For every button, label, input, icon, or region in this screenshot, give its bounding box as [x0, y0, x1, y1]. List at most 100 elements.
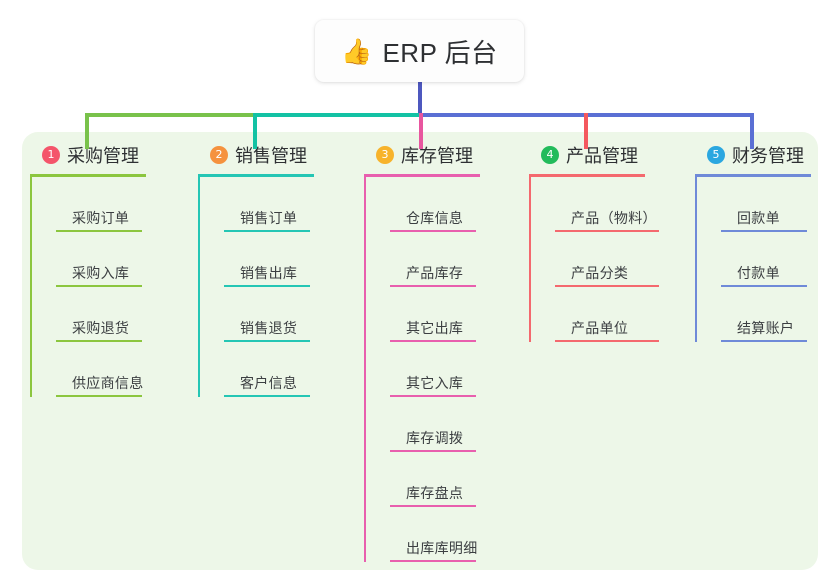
- menu-item-label: 产品单位: [571, 320, 629, 336]
- column-header-rule-purchase-management: [30, 174, 146, 177]
- column-header-product-management[interactable]: 4 产品管理: [529, 142, 657, 168]
- menu-item[interactable]: 结算账户: [721, 287, 811, 342]
- drop-col-4: [584, 113, 588, 149]
- menu-item[interactable]: 库存调拨: [390, 397, 480, 452]
- menu-item-label: 采购入库: [72, 265, 130, 281]
- menu-item-label: 产品（物料）: [571, 210, 657, 226]
- menu-item[interactable]: 其它入库: [390, 342, 480, 397]
- bus-green: [85, 113, 254, 117]
- column-title-product-management: 产品管理: [566, 146, 638, 166]
- thumbs-up-icon: 👍: [341, 37, 373, 66]
- column-sales-management: 2 销售管理销售订单销售出库销售退货客户信息: [198, 142, 314, 397]
- menu-item-label: 出库库明细: [406, 540, 478, 556]
- column-badge-1: 1: [42, 146, 60, 164]
- column-items-sales-management: 销售订单销售出库销售退货客户信息: [198, 177, 314, 397]
- menu-item[interactable]: 采购订单: [56, 177, 146, 232]
- menu-item-label: 销售出库: [240, 265, 298, 281]
- menu-item-rule: [390, 560, 476, 562]
- menu-item-label: 采购订单: [72, 210, 130, 226]
- column-spine-sales-management: [198, 177, 200, 397]
- column-spine-product-management: [529, 177, 531, 342]
- menu-item-label: 回款单: [737, 210, 780, 226]
- menu-item-label: 仓库信息: [406, 210, 464, 226]
- menu-item[interactable]: 产品（物料）: [555, 177, 659, 232]
- menu-item[interactable]: 采购入库: [56, 232, 146, 287]
- menu-item-rule: [224, 230, 310, 232]
- menu-item-label: 供应商信息: [72, 375, 144, 391]
- menu-item-rule: [721, 340, 807, 342]
- menu-item-label: 产品库存: [406, 265, 464, 281]
- menu-item-rule: [390, 340, 476, 342]
- menu-item-label: 其它入库: [406, 375, 464, 391]
- diagram-panel: [22, 132, 818, 570]
- menu-item-rule: [555, 285, 659, 287]
- drop-col-2: [253, 113, 257, 149]
- menu-item[interactable]: 付款单: [721, 232, 811, 287]
- menu-item[interactable]: 产品单位: [555, 287, 659, 342]
- root-connector-stub: [418, 74, 422, 114]
- menu-item-rule: [56, 285, 142, 287]
- menu-item-rule: [390, 505, 476, 507]
- menu-item-label: 采购退货: [72, 320, 130, 336]
- menu-item-label: 产品分类: [571, 265, 629, 281]
- menu-item-rule: [721, 230, 807, 232]
- menu-item-rule: [56, 395, 142, 397]
- menu-item[interactable]: 采购退货: [56, 287, 146, 342]
- column-header-finance-management[interactable]: 5 财务管理: [695, 142, 811, 168]
- drop-col-5: [750, 113, 754, 149]
- menu-item-rule: [390, 395, 476, 397]
- menu-item[interactable]: 销售出库: [224, 232, 314, 287]
- bus-teal: [253, 113, 420, 117]
- menu-item[interactable]: 产品分类: [555, 232, 659, 287]
- menu-item-rule: [56, 340, 142, 342]
- column-title-sales-management: 销售管理: [235, 146, 307, 166]
- menu-item[interactable]: 出库库明细: [390, 507, 480, 562]
- column-badge-2: 2: [210, 146, 228, 164]
- column-badge-3: 3: [376, 146, 394, 164]
- column-spine-finance-management: [695, 177, 697, 342]
- column-badge-4: 4: [541, 146, 559, 164]
- column-header-rule-sales-management: [198, 174, 314, 177]
- menu-item[interactable]: 库存盘点: [390, 452, 480, 507]
- column-header-rule-inventory-management: [364, 174, 480, 177]
- menu-item[interactable]: 其它出库: [390, 287, 480, 342]
- column-title-inventory-management: 库存管理: [401, 146, 473, 166]
- menu-item[interactable]: 产品库存: [390, 232, 480, 287]
- column-header-inventory-management[interactable]: 3 库存管理: [364, 142, 480, 168]
- menu-item-label: 客户信息: [240, 375, 298, 391]
- menu-item-rule: [224, 285, 310, 287]
- menu-item[interactable]: 仓库信息: [390, 177, 480, 232]
- column-spine-inventory-management: [364, 177, 366, 562]
- menu-item-rule: [56, 230, 142, 232]
- menu-item[interactable]: 客户信息: [224, 342, 314, 397]
- menu-item-label: 其它出库: [406, 320, 464, 336]
- column-finance-management: 5 财务管理回款单付款单结算账户: [695, 142, 811, 342]
- menu-item[interactable]: 供应商信息: [56, 342, 146, 397]
- drop-col-1: [85, 113, 89, 149]
- menu-item-rule: [390, 450, 476, 452]
- column-badge-5: 5: [707, 146, 725, 164]
- column-header-sales-management[interactable]: 2 销售管理: [198, 142, 314, 168]
- menu-item-rule: [390, 285, 476, 287]
- column-product-management: 4 产品管理产品（物料） 产品分类产品单位: [529, 142, 659, 342]
- drop-col-3: [419, 113, 423, 149]
- column-items-finance-management: 回款单付款单结算账户: [695, 177, 811, 342]
- menu-item-rule: [224, 395, 310, 397]
- menu-item-rule: [224, 340, 310, 342]
- menu-item-label: 结算账户: [737, 320, 795, 336]
- column-title-finance-management: 财务管理: [732, 146, 804, 166]
- root-node-erp-backend[interactable]: 👍 ERP 后台: [315, 20, 524, 82]
- column-items-product-management: 产品（物料） 产品分类产品单位: [529, 177, 659, 342]
- menu-item[interactable]: 回款单: [721, 177, 811, 232]
- menu-item-label: 付款单: [737, 265, 780, 281]
- menu-item[interactable]: 销售退货: [224, 287, 314, 342]
- menu-item-rule: [555, 340, 659, 342]
- root-node-title: ERP 后台: [382, 37, 498, 68]
- menu-item-label: 库存盘点: [406, 485, 464, 501]
- menu-item[interactable]: 销售订单: [224, 177, 314, 232]
- column-spine-purchase-management: [30, 177, 32, 397]
- menu-item-label: 库存调拨: [406, 430, 464, 446]
